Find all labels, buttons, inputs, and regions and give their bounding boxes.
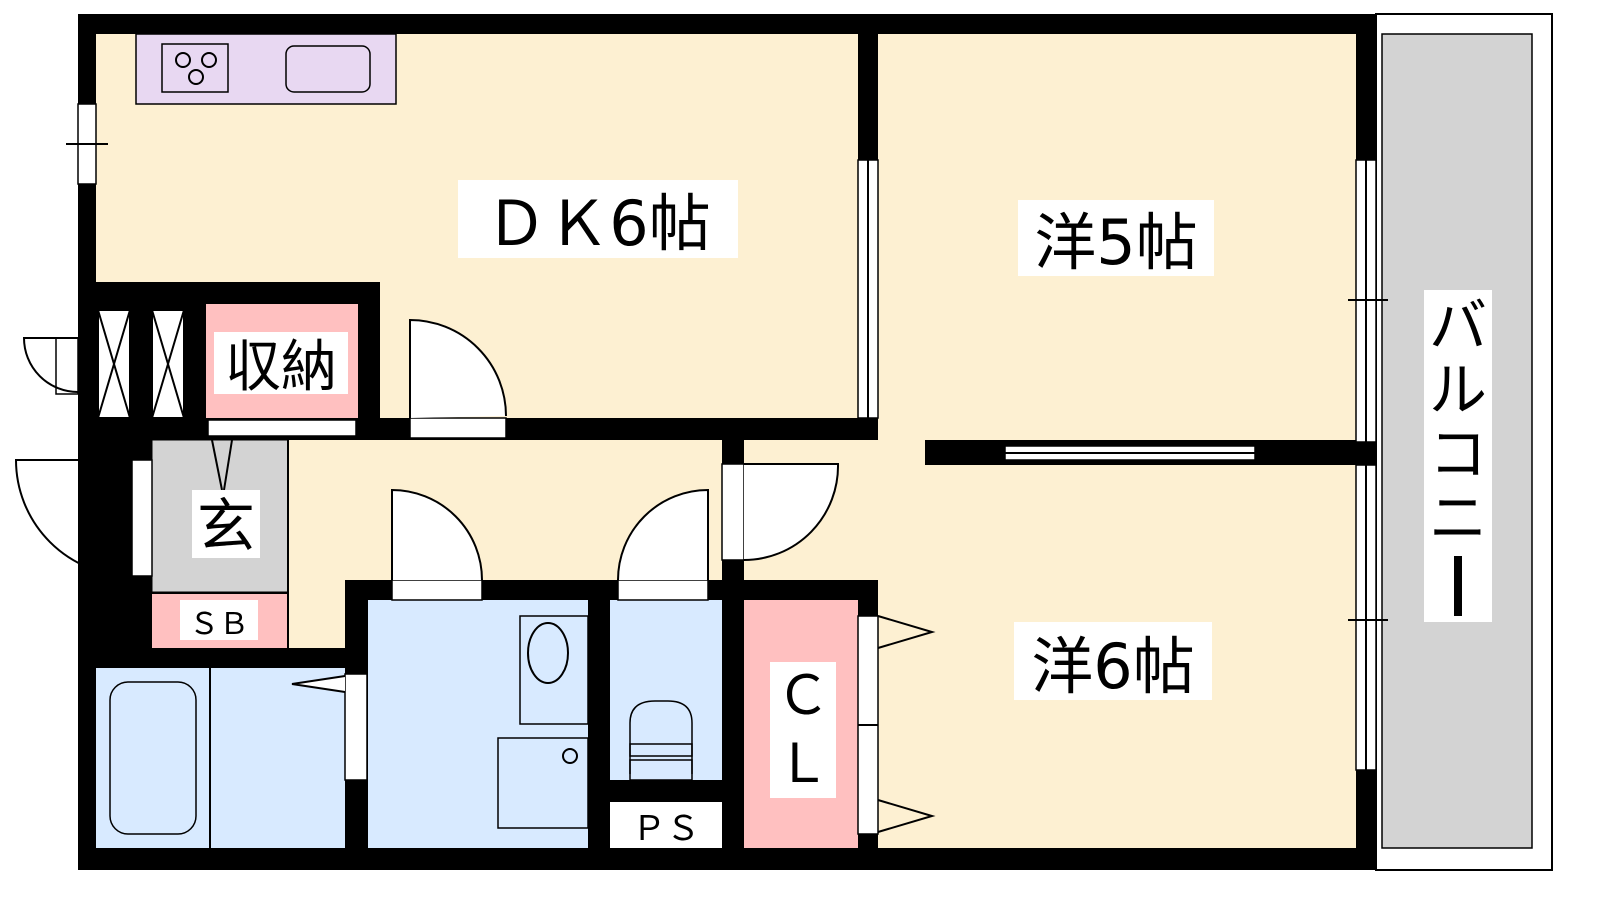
wash-basin-icon [519,615,589,725]
room-bath [96,668,345,848]
balcony-char: コ [1429,420,1487,488]
pipe-space [610,802,722,848]
label-balcony: バ ル コ ニ [1429,292,1487,616]
toilet-icon [629,700,693,774]
sink-icon [285,45,371,93]
hallway-lower [288,580,345,648]
bathtub-icon [109,681,197,835]
balcony-char: ニ [1429,484,1487,552]
label-shoebox: ＳＢ [189,607,249,642]
toilet-door[interactable] [617,579,709,601]
label-pipe-space: ＰＳ [632,809,700,849]
washing-machine-icon [497,737,589,829]
storage-door[interactable] [207,419,357,437]
label-closet-c: Ｃ [776,664,830,727]
balcony-char: ル [1429,356,1487,424]
balcony-char-long-vowel [1454,556,1462,616]
dk-door[interactable] [409,417,507,439]
meter-door[interactable] [55,337,79,395]
label-western-6: 洋6帖 [1031,630,1194,703]
stove-icon [161,43,229,93]
western-6-door[interactable] [721,463,745,561]
label-storage: 収納 [225,335,337,400]
label-entrance: 玄 [197,492,255,560]
label-dk: ＤＫ6帖 [485,187,710,260]
label-western-5: 洋5帖 [1034,206,1197,279]
label-closet-l: Ｌ [776,732,830,795]
front-door[interactable] [131,459,153,577]
washroom-door[interactable] [391,579,483,601]
room-toilet [610,600,722,780]
bath-door[interactable] [344,673,368,781]
balcony-char: バ [1429,292,1487,360]
